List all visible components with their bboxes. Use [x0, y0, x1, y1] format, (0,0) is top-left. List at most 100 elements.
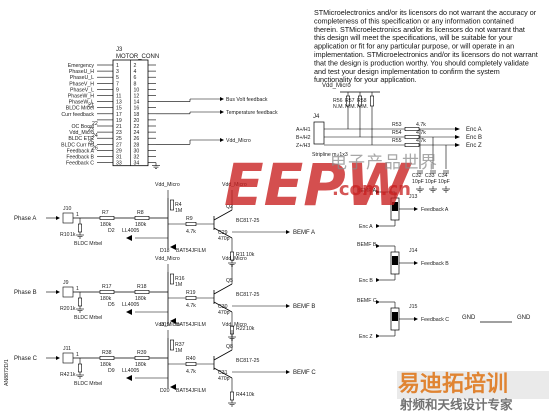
transistor-ref: Q5 — [226, 278, 233, 284]
diode-ref: D19 — [160, 322, 170, 328]
pin-number-even: 22 — [134, 124, 140, 130]
pin-number-even: 20 — [134, 118, 140, 124]
r-value: 180k — [100, 296, 112, 302]
pin-number-odd: 21 — [116, 124, 122, 130]
pin-number-even: 24 — [134, 130, 140, 136]
pin-label-left: PhaseU_L — [70, 75, 94, 81]
r-value: 4.7k — [186, 229, 196, 235]
pin-number-even: 12 — [134, 94, 140, 100]
encoder-j4-block: Vdd_MicroR56N.M.R57N.M.R58N.M.J4A+/H1R53… — [296, 83, 482, 193]
input-arrow — [376, 224, 380, 228]
series-value: 4.7k — [416, 138, 426, 144]
pin-number-odd: 1 — [116, 63, 119, 69]
phase-jumper — [62, 352, 74, 364]
pin-number-odd: 19 — [116, 118, 122, 124]
r-ref: R4 — [175, 202, 182, 208]
pin-number-odd: 17 — [116, 112, 122, 118]
input-resistor-2 — [134, 355, 150, 360]
pin-label-left: Feedback B — [66, 155, 94, 161]
input-arrow — [376, 300, 380, 304]
pin-number-odd: 13 — [116, 100, 122, 106]
jumper-shunt — [392, 202, 398, 211]
net-ref: 23 — [88, 127, 94, 133]
pin-number-even: 14 — [134, 100, 140, 106]
r-value: 4.7k — [186, 369, 196, 375]
pin-number-even: 30 — [134, 148, 140, 154]
feedback-output-label: Feedback B — [421, 261, 449, 267]
disclaimer-line: completeness of this specification or an… — [314, 16, 514, 25]
jumper-pin: 1 — [76, 286, 79, 292]
pullup-resistor — [369, 95, 374, 107]
j4-body — [313, 121, 325, 145]
top-resistor — [170, 273, 175, 285]
gnd-label: GND — [462, 315, 476, 321]
r-value: 180k — [100, 222, 112, 228]
transistor-emitter — [213, 227, 233, 239]
diode-symbol — [170, 318, 176, 324]
pin-label-left: Emergency — [68, 63, 95, 69]
disclaimer-block: STMicroelectronics and/or its licensors … — [314, 8, 538, 84]
jumper-ref: J14 — [409, 248, 417, 254]
diode-value: LL4005 — [122, 302, 139, 308]
top-resistor — [170, 199, 175, 211]
r-value: 1k — [70, 232, 76, 238]
bemf-arrow — [286, 304, 290, 308]
pin-number-even: 6 — [134, 75, 137, 81]
pin-label-left: BLDC ETR — [68, 136, 94, 142]
pin-number-even: 18 — [134, 112, 140, 118]
pin-number-odd: 31 — [116, 155, 122, 161]
bldc-label: BLDC Mrbel — [74, 381, 102, 387]
pin-number-odd: 7 — [116, 81, 119, 87]
r-value: 10k — [246, 252, 255, 258]
enc-arrow — [455, 143, 460, 147]
signal-arrow — [220, 97, 224, 101]
r-ref: R37 — [175, 342, 185, 348]
enc-arrow — [455, 127, 460, 131]
r-ref: R44 — [236, 392, 246, 398]
j4-name: Stripline m. 1x3 — [312, 152, 348, 158]
pullup-ref: R57 — [345, 98, 355, 104]
input-arrow — [376, 334, 380, 338]
base-resistor — [185, 222, 197, 227]
enc-output-label: Enc Z — [466, 143, 482, 149]
disclaimer-line: therein. STMicroelectronics and/or its l… — [314, 25, 525, 34]
bemf-label: BEMF C — [293, 370, 316, 376]
diode-value: BAT54JFILM — [176, 388, 206, 394]
r-ref: R11 — [236, 252, 245, 258]
pin-number-even: 34 — [134, 161, 140, 167]
bemf-label: BEMF A — [293, 230, 315, 236]
cap-value: 470p — [218, 236, 230, 242]
r-ref: R16 — [175, 276, 185, 282]
enc-arrow — [455, 135, 460, 139]
output-arrow — [414, 261, 418, 265]
r-value: 180k — [135, 296, 147, 302]
transistor-value: BC817-25 — [236, 218, 259, 224]
input-arrow — [376, 244, 380, 248]
diode-value: LL4005 — [122, 228, 139, 234]
pulldown-resistor — [78, 297, 83, 307]
right-signal-label: Vdd_Micro — [226, 138, 251, 144]
phase-label: Phase C — [14, 356, 38, 362]
right-signal-label: Bus Volt feedback — [226, 97, 268, 103]
series-value: 4.7k — [416, 130, 426, 136]
output-arrow — [414, 317, 418, 321]
r-value: 1M — [175, 282, 182, 288]
cap-value: 10pF — [438, 179, 450, 185]
gnd-label: GND — [517, 315, 531, 321]
pin-number-odd: 29 — [116, 148, 122, 154]
r-value: 10k — [246, 326, 255, 332]
pulldown-resistor — [78, 363, 83, 373]
r-value: 180k — [135, 222, 147, 228]
vdd-label: Vdd_Micro — [155, 256, 180, 262]
diode-ref: D9 — [108, 368, 115, 374]
pin-number-even: 28 — [134, 142, 140, 148]
watermark-cn-bottom: 易迪拓培训 — [398, 371, 508, 397]
pin-label-left: Feedback C — [66, 161, 94, 167]
diode-symbol — [170, 384, 176, 390]
jumper-bottom-label: Enc Z — [359, 334, 373, 340]
